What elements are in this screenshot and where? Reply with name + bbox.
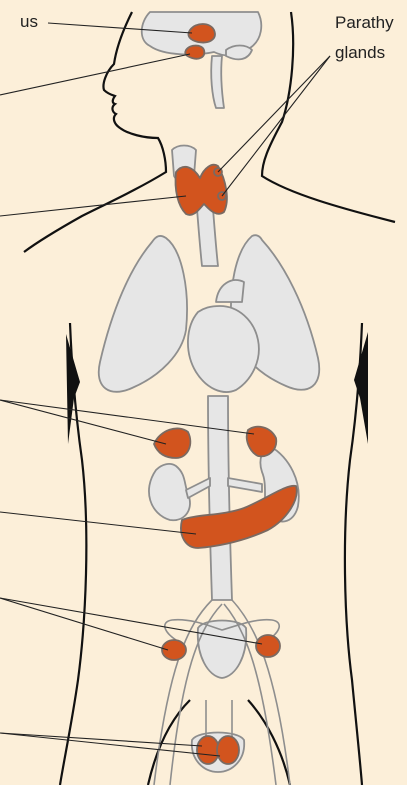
leader-pituitary bbox=[0, 54, 190, 95]
hypothalamus bbox=[188, 24, 214, 43]
kidney-left bbox=[149, 464, 190, 520]
cerebellum bbox=[226, 46, 252, 60]
adrenal-gland-right bbox=[247, 427, 277, 457]
leader-adrenal-left bbox=[0, 400, 166, 444]
brainstem bbox=[211, 56, 224, 108]
ovary-right bbox=[256, 635, 280, 657]
heart bbox=[188, 306, 259, 392]
aorta bbox=[216, 280, 244, 302]
hypothalamus-label: us bbox=[20, 11, 38, 32]
leader-parathyroid-upper bbox=[218, 56, 330, 172]
pancreas bbox=[181, 486, 297, 548]
gray-organs bbox=[99, 12, 320, 772]
leader-thyroid bbox=[0, 196, 186, 216]
adrenal-gland-left bbox=[154, 428, 190, 458]
parathyroid-label-line-1: Parathy bbox=[335, 12, 394, 33]
testis-left bbox=[197, 736, 219, 764]
vena-cava bbox=[208, 396, 232, 600]
ovary-left bbox=[162, 640, 186, 660]
testis-right bbox=[217, 736, 239, 764]
lung-left bbox=[99, 236, 187, 392]
renal-vessel-left bbox=[186, 478, 210, 498]
parathyroid-label-line-2: glands bbox=[335, 42, 385, 63]
pituitary-gland bbox=[185, 46, 204, 59]
renal-vessel-right bbox=[228, 478, 262, 492]
head-outline bbox=[24, 12, 166, 252]
leader-parathyroid-lower bbox=[222, 56, 330, 196]
